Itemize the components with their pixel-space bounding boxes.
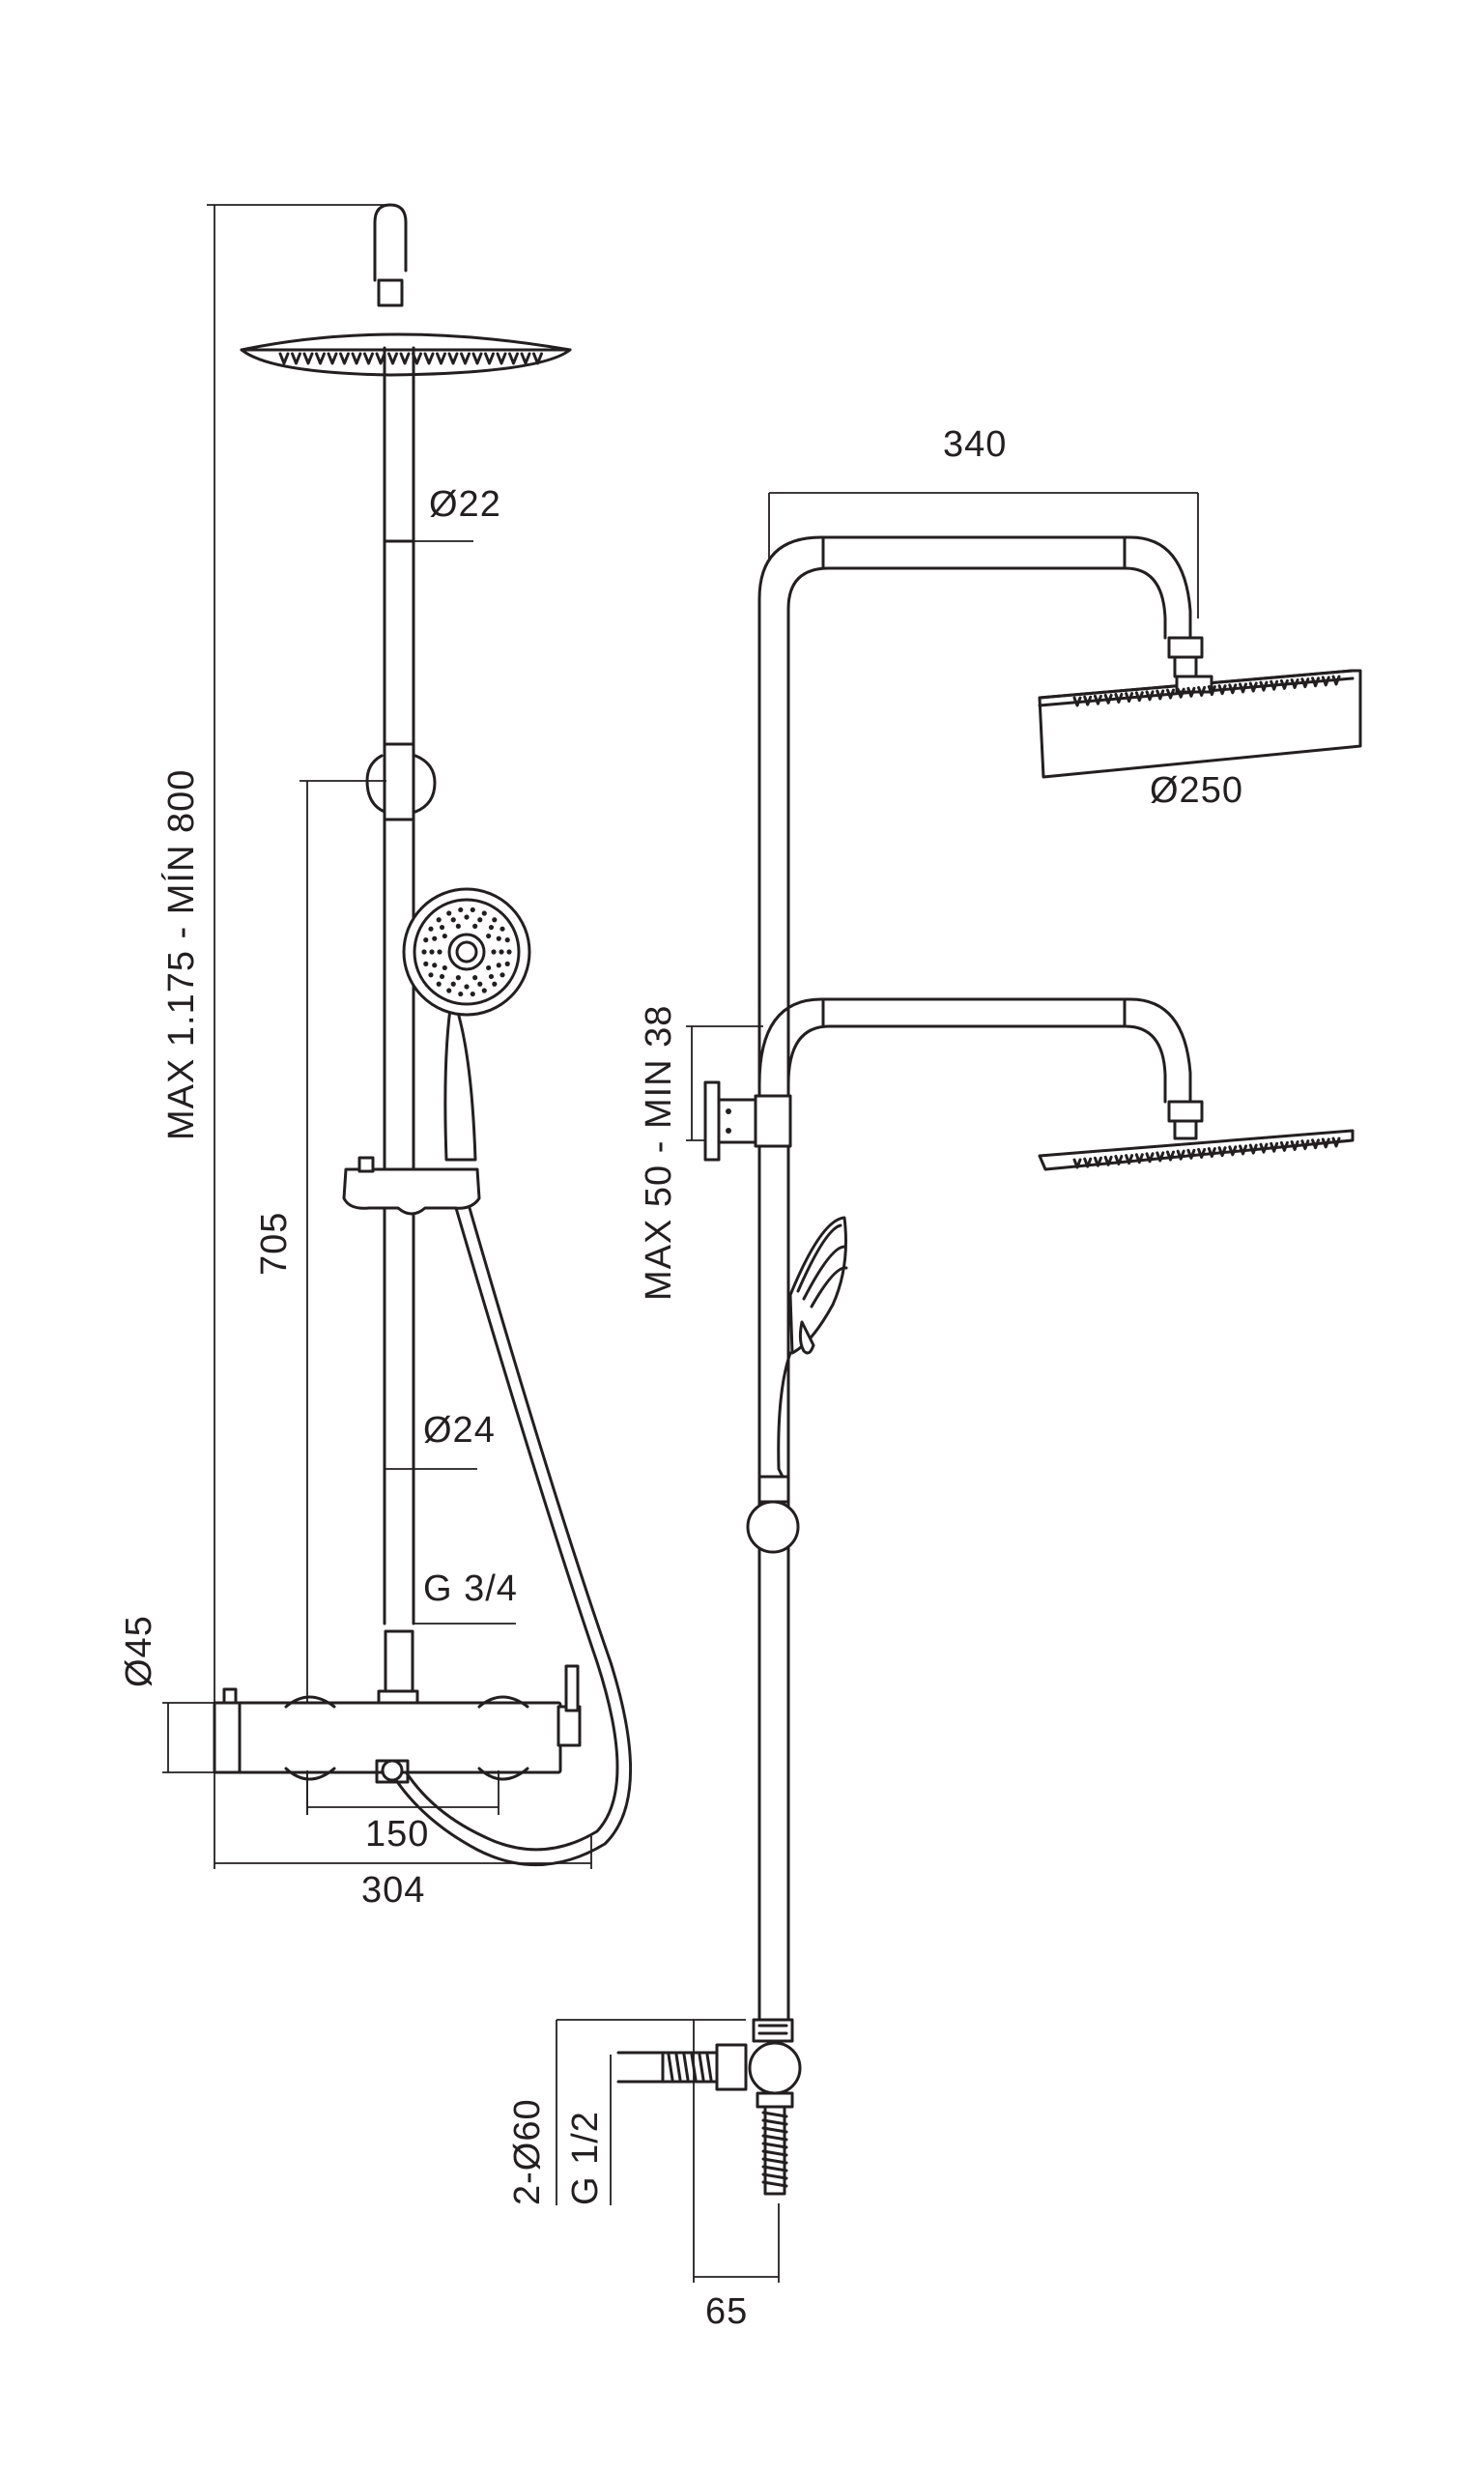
bar-clamp-upper (365, 742, 437, 821)
slider-side (746, 1475, 800, 1554)
rain-head-front (240, 332, 572, 377)
wall-inlet (616, 2051, 719, 2084)
rain-head-side-lower (1038, 1129, 1355, 1171)
hose (396, 1206, 619, 1852)
thermostatic-mixer-front (213, 1664, 582, 1784)
head-connector (377, 278, 404, 307)
label-mixer-width: 304 (361, 1870, 425, 1911)
label-arm-length: 340 (943, 424, 1007, 465)
label-head-diameter: Ø250 (1150, 770, 1243, 811)
label-inlet-thread: G 1/2 (565, 2111, 606, 2205)
hand-shower-side (777, 1216, 848, 1490)
label-bar-diameter-bottom: Ø24 (423, 1410, 496, 1451)
label-arm-adjust: MAX 50 - MIN 38 (639, 1005, 679, 1301)
label-bar-diameter-top: Ø22 (429, 484, 501, 525)
hand-shower-front (402, 887, 531, 1162)
slider-holder (342, 1156, 481, 1216)
label-escutcheon: 2-Ø60 (507, 2098, 548, 2205)
label-outlet-thread: G 3/4 (423, 1568, 518, 1609)
gooseneck (373, 203, 408, 292)
rain-head-side-upper (1038, 669, 1362, 779)
side-view (556, 492, 1362, 2283)
label-slide-height: 705 (254, 1212, 295, 1276)
bar-connector (384, 1629, 414, 1695)
upper-shower-arm (757, 535, 1192, 1007)
dimension-labels: MAX 1.175 - MÍN 800 Ø22 705 Ø24 G 3/4 Ø4… (119, 424, 1243, 2332)
wall-bracket (703, 1080, 792, 1162)
lower-shower-arm (757, 997, 1192, 1104)
label-wall-offset: 65 (705, 2291, 748, 2332)
label-height-range: MAX 1.175 - MÍN 800 (160, 769, 202, 1140)
front-view (162, 203, 633, 1869)
diverter-connector (715, 2018, 802, 2196)
label-mixer-diameter: Ø45 (119, 1615, 159, 1687)
label-inlet-spacing: 150 (365, 1814, 429, 1855)
